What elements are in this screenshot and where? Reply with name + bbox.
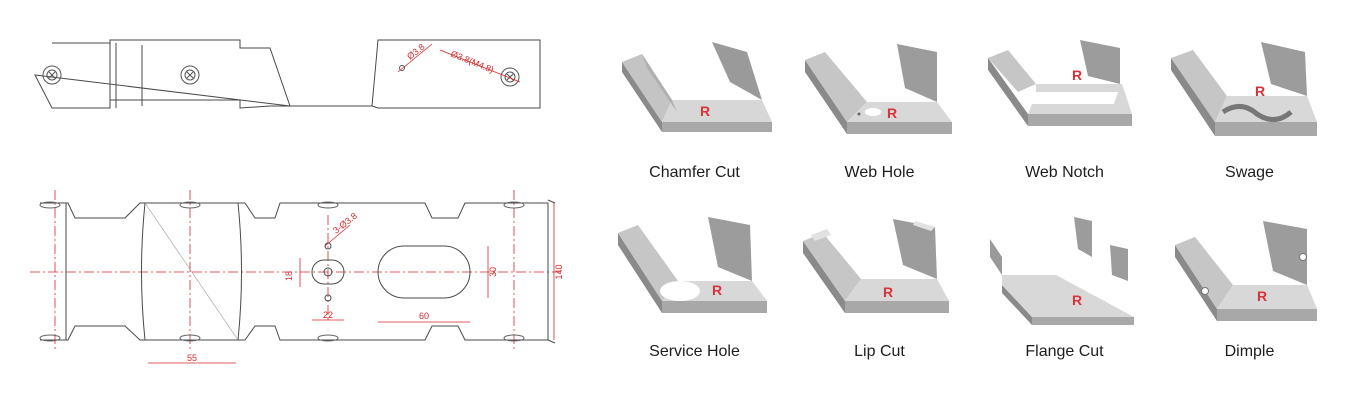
brand-logo-icon: R: [700, 103, 710, 119]
bottom-view-dimensions: 3-Ø3.8 18 22 30 60 140 55: [148, 203, 564, 364]
dimple-profile-icon: R: [1175, 221, 1317, 321]
feature-label: Web Notch: [1025, 164, 1104, 181]
hole-label-thread: Ø3.8(M4.8): [449, 49, 495, 75]
bottom-view-edge-tabs: [39, 201, 525, 342]
feature-swage: R Swage: [1157, 22, 1342, 192]
feature-label: Service Hole: [649, 343, 740, 360]
feature-label: Flange Cut: [1025, 343, 1104, 360]
feature-service-hole: R Service Hole: [602, 205, 787, 375]
brand-logo-icon: R: [712, 282, 722, 298]
feature-label: Dimple: [1224, 343, 1275, 360]
feature-label: Chamfer Cut: [649, 164, 740, 181]
feature-web-hole: R Web Hole: [787, 22, 972, 192]
chamfer-cut-profile-icon: R: [622, 42, 772, 132]
web-notch-profile-icon: R: [988, 40, 1132, 126]
bottom-view-profile: [40, 199, 556, 344]
feature-flange-cut: R Flange Cut: [972, 205, 1157, 375]
feature-label: Lip Cut: [854, 343, 905, 360]
feature-lip-cut: R Lip Cut: [787, 205, 972, 375]
lip-cut-profile-icon: R: [803, 219, 949, 313]
bottom-view-centerlines: [30, 190, 560, 350]
feature-gallery: R Chamfer Cut R Web Hole R Web Notch: [590, 0, 1365, 406]
hole-group-label: 3-Ø3.8: [331, 211, 359, 236]
dim-55: 55: [187, 353, 197, 363]
brand-logo-icon: R: [1255, 83, 1265, 99]
brand-logo-icon: R: [887, 105, 897, 121]
brand-logo-icon: R: [1072, 67, 1082, 83]
brand-logo-icon: R: [1072, 292, 1082, 308]
dim-30: 30: [488, 267, 498, 277]
hole-label-small: Ø3.8: [405, 42, 427, 62]
dim-18: 18: [284, 271, 294, 281]
feature-web-notch: R Web Notch: [972, 22, 1157, 192]
feature-dimple: R Dimple: [1157, 205, 1342, 375]
brand-logo-icon: R: [883, 284, 893, 300]
flange-cut-profile-icon: R: [990, 217, 1134, 325]
feature-chamfer-cut: R Chamfer Cut: [602, 22, 787, 192]
top-view-callouts: Ø3.8 Ø3.8(M4.8): [397, 42, 521, 83]
top-view-profile: [34, 39, 541, 109]
technical-drawing: Ø3.8 Ø3.8(M4.8): [30, 39, 564, 364]
dim-60: 60: [419, 311, 429, 321]
dim-140: 140: [554, 264, 564, 279]
dim-22: 22: [323, 310, 333, 320]
top-view-fastener-holes: [42, 65, 520, 87]
service-hole-profile-icon: R: [618, 217, 767, 313]
feature-label: Web Hole: [844, 164, 915, 181]
web-hole-profile-icon: R: [805, 44, 952, 134]
swage-profile-icon: R: [1171, 42, 1317, 136]
brand-logo-icon: R: [1257, 288, 1267, 304]
feature-label: Swage: [1225, 164, 1274, 181]
